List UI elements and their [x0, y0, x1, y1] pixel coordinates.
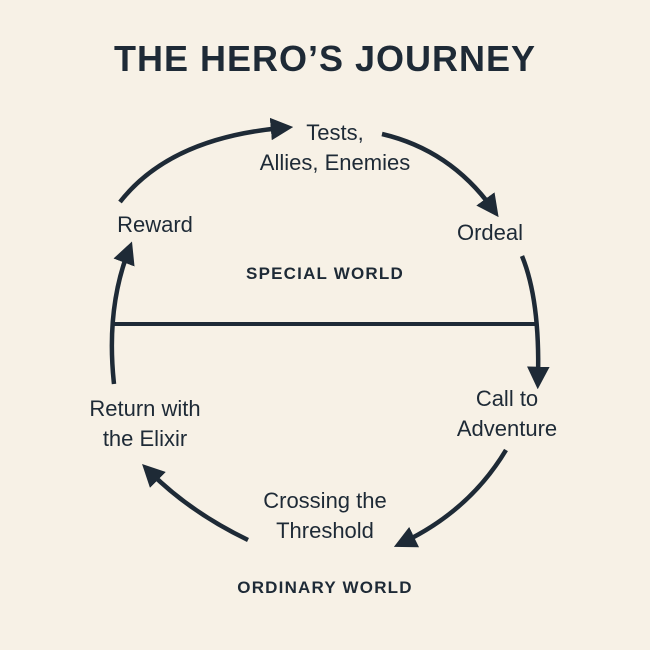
stage-line: Tests,	[306, 120, 364, 145]
arrow-return-to-reward	[109, 241, 135, 385]
stage-line: Ordeal	[456, 220, 524, 245]
stage-line: Threshold	[276, 518, 374, 543]
stage-line: Adventure	[456, 416, 558, 441]
arrow-tests-to-ordeal	[381, 131, 499, 218]
stage-reward: Reward	[100, 210, 210, 240]
stage-line: Crossing the	[263, 488, 387, 513]
stage-ordeal: Ordeal	[430, 218, 550, 248]
arrow-call-to-crossing	[393, 448, 508, 548]
ordinary-world-label: ORDINARY WORLD	[237, 578, 413, 597]
diagram-title: THE HERO’S JOURNEY	[113, 38, 537, 79]
stage-line: Call to	[475, 386, 539, 411]
arrow-ordeal-to-call	[519, 255, 550, 390]
stage-crossing-the-threshold: Crossing the Threshold	[240, 486, 410, 546]
arrow-reward-to-tests	[118, 117, 294, 204]
stage-call-to-adventure: Call to Adventure	[432, 384, 582, 444]
stage-line: Allies, Enemies	[259, 150, 411, 175]
arrow-crossing-to-return	[142, 464, 249, 543]
stage-return-with-the-elixir: Return with the Elixir	[70, 394, 220, 454]
stage-line: Return with	[89, 396, 201, 421]
stage-tests-allies-enemies: Tests, Allies, Enemies	[230, 118, 440, 178]
special-world-label: SPECIAL WORLD	[246, 264, 404, 283]
stage-line: Reward	[117, 212, 193, 237]
stage-line: the Elixir	[102, 426, 188, 451]
